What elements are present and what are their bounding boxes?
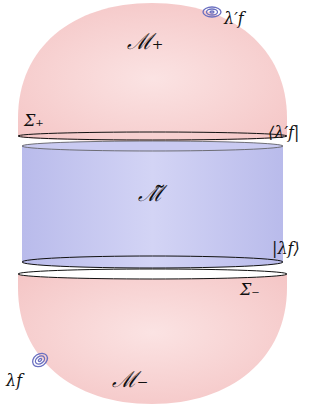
top-cap bbox=[18, 3, 287, 141]
ket-state: |λf⟩ bbox=[272, 240, 300, 258]
surface-label: Σ₋ bbox=[240, 281, 260, 299]
bottom-region: ℳ₋ bbox=[95, 362, 165, 398]
operator-label: λ′f bbox=[224, 10, 244, 28]
middle-band bbox=[22, 141, 283, 268]
region-name: ℳ̃ bbox=[138, 182, 163, 206]
middle-region: ℳ̃ bbox=[115, 172, 185, 216]
region-name: ℳ₋ bbox=[112, 368, 149, 392]
sigma-minus-slice bbox=[18, 269, 287, 279]
surface-label: Σ₊ bbox=[24, 112, 44, 130]
bottom-cap bbox=[18, 274, 287, 404]
bra-state: ⟨λ′f| bbox=[268, 124, 299, 142]
region-name: ℳ₊ bbox=[127, 30, 164, 54]
sigma-plus-slice bbox=[18, 132, 287, 140]
top-region: ℳ₊ bbox=[110, 22, 180, 62]
band-top-rim bbox=[22, 141, 283, 151]
operator-label: λf bbox=[6, 372, 22, 390]
operator-insertion bbox=[30, 350, 50, 369]
operator-insertion bbox=[203, 7, 221, 17]
band-bottom-rim bbox=[22, 256, 283, 268]
